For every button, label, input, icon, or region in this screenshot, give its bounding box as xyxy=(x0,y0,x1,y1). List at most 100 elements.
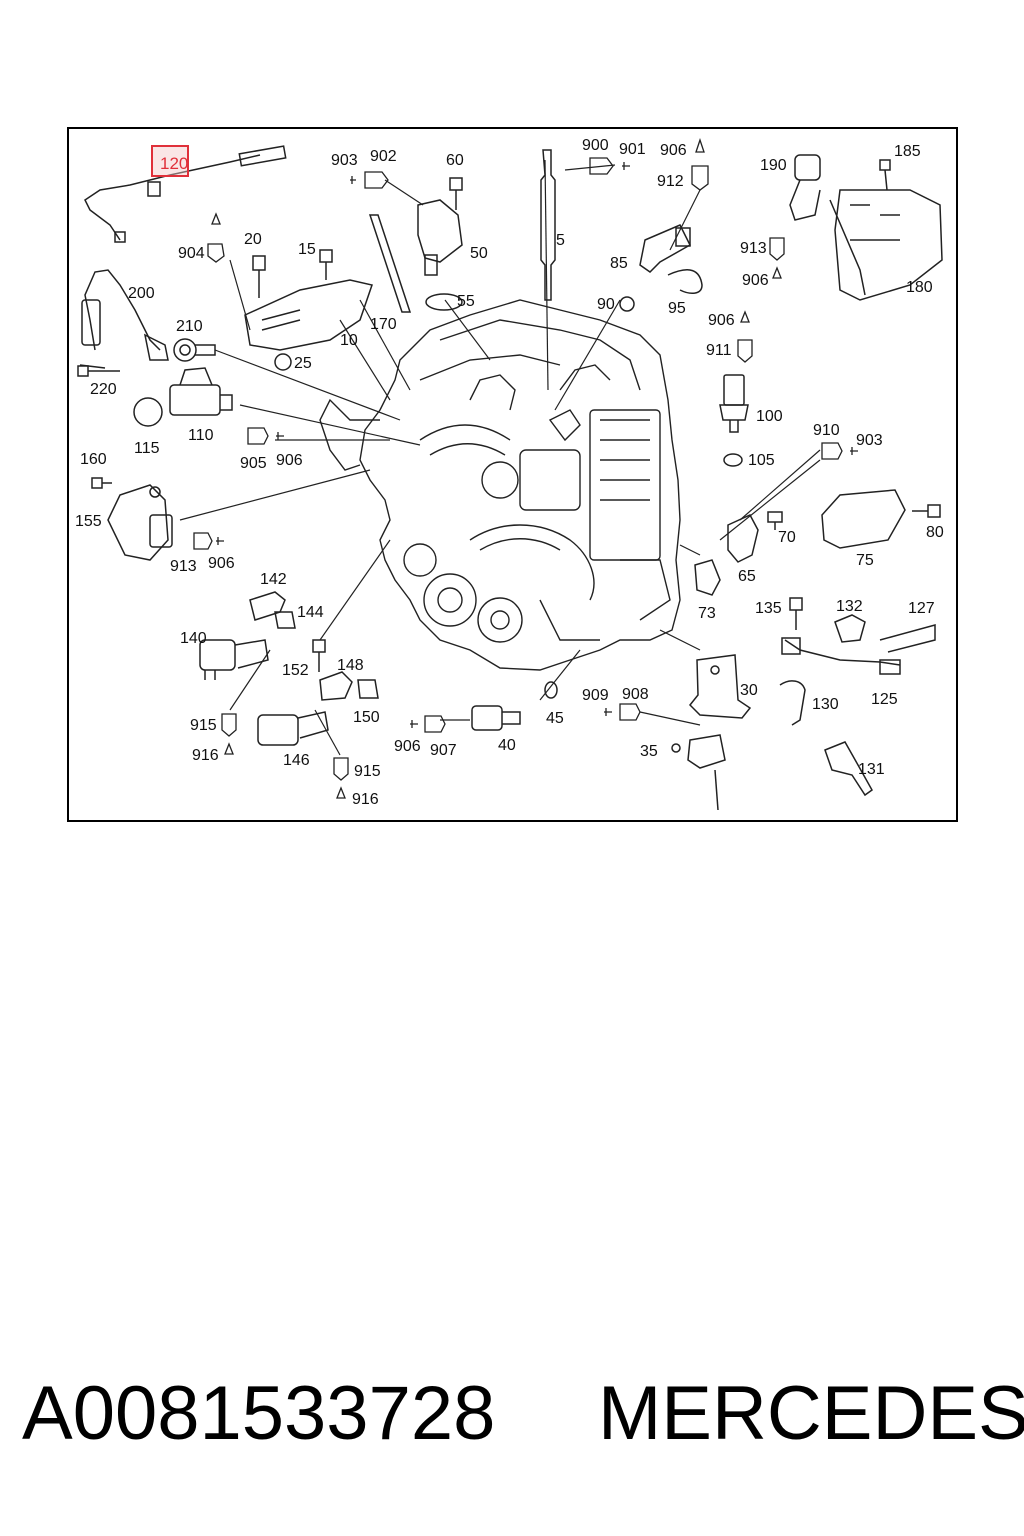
highlighted-part-label: 120 xyxy=(160,154,188,173)
part-label-912: 912 xyxy=(657,173,684,190)
part-label-100: 100 xyxy=(756,408,783,425)
part-label-180: 180 xyxy=(906,279,933,296)
part-label-5: 5 xyxy=(556,232,565,249)
sensor-140-drawing xyxy=(199,639,269,680)
clip-130-drawing xyxy=(779,680,806,726)
part-label-75: 75 xyxy=(856,552,874,569)
bolt-15-drawing xyxy=(319,249,333,280)
part-label-910: 910 xyxy=(813,422,840,439)
diagram-frame xyxy=(67,127,958,822)
part-label-220: 220 xyxy=(90,381,117,398)
bolt-160-drawing xyxy=(91,477,112,489)
part-label-185: 185 xyxy=(894,143,921,160)
bracket-155-drawing xyxy=(107,484,173,561)
part-label-915: 915 xyxy=(354,763,381,780)
bracket-30-drawing xyxy=(688,654,752,719)
part-label-148: 148 xyxy=(337,657,364,674)
part-label-40: 40 xyxy=(498,737,516,754)
sensor-200-drawing xyxy=(79,269,169,369)
part-label-105: 105 xyxy=(748,452,775,469)
part-label-916: 916 xyxy=(352,791,379,808)
part-label-152: 152 xyxy=(282,662,309,679)
part-label-142: 142 xyxy=(260,571,287,588)
part-label-131: 131 xyxy=(858,761,885,778)
part-label-905: 905 xyxy=(240,455,267,472)
brand-name: MERCEDES xyxy=(598,1371,1024,1456)
part-label-25: 25 xyxy=(294,355,312,372)
bolt-70-drawing xyxy=(767,511,783,530)
part-label-115: 115 xyxy=(134,440,160,457)
part-label-55: 55 xyxy=(457,293,475,310)
clip-95-drawing xyxy=(667,269,703,295)
part-label-50: 50 xyxy=(470,245,488,262)
part-label-132: 132 xyxy=(836,598,863,615)
part-label-35: 35 xyxy=(640,743,658,760)
part-label-135: 135 xyxy=(755,600,782,617)
ring-210-drawing xyxy=(173,338,216,362)
part-label-125: 125 xyxy=(871,691,898,708)
sensor-50-drawing xyxy=(417,199,463,276)
part-label-903: 903 xyxy=(331,152,358,169)
part-label-15: 15 xyxy=(298,241,316,258)
part-label-20: 20 xyxy=(244,231,262,248)
bracket-142-drawing xyxy=(249,591,286,621)
part-label-90: 90 xyxy=(597,296,615,313)
part-label-30: 30 xyxy=(740,682,758,699)
part-label-903: 903 xyxy=(856,432,883,449)
part-label-906: 906 xyxy=(708,312,735,329)
part-label-904: 904 xyxy=(178,245,205,262)
gasket-73-drawing xyxy=(694,559,721,596)
strap-127-drawing xyxy=(879,624,936,653)
bolt-135-drawing xyxy=(789,597,803,630)
part-label-907: 907 xyxy=(430,742,457,759)
part-label-916: 916 xyxy=(192,747,219,764)
part-label-911: 911 xyxy=(706,342,732,359)
rod-170-drawing xyxy=(368,214,412,313)
part-label-150: 150 xyxy=(353,709,380,726)
part-label-110: 110 xyxy=(188,427,214,444)
part-label-915: 915 xyxy=(190,717,217,734)
part-label-906: 906 xyxy=(208,555,235,572)
part-label-144: 144 xyxy=(297,604,324,621)
sensor-85-drawing xyxy=(639,224,691,273)
oring-115-drawing xyxy=(133,397,163,427)
shield-75-drawing xyxy=(821,489,906,549)
part-label-900: 900 xyxy=(582,137,609,154)
part-label-906: 906 xyxy=(660,142,687,159)
part-label-85: 85 xyxy=(610,255,628,272)
bracket-148-drawing xyxy=(319,671,353,701)
sensor-35-drawing xyxy=(671,734,726,811)
part-label-10: 10 xyxy=(340,332,358,349)
part-label-155: 155 xyxy=(75,513,102,530)
highlight-box xyxy=(151,145,189,177)
bolt-152-drawing xyxy=(312,639,326,672)
part-number: A0081533728 xyxy=(22,1371,496,1456)
cover-10-drawing xyxy=(244,279,373,351)
part-label-140: 140 xyxy=(180,630,207,647)
part-label-913: 913 xyxy=(170,558,197,575)
bracket-180-drawing xyxy=(789,154,943,301)
bracket-132-drawing xyxy=(834,614,866,643)
bracket-131-drawing xyxy=(824,741,873,797)
bolt-80-drawing xyxy=(912,504,941,518)
part-label-909: 909 xyxy=(582,687,609,704)
plug-150-drawing xyxy=(357,679,379,699)
part-label-901: 901 xyxy=(619,141,646,158)
nut-25-drawing xyxy=(274,353,292,371)
part-label-130: 130 xyxy=(812,696,839,713)
part-label-70: 70 xyxy=(778,529,796,546)
sensor-110-drawing xyxy=(169,367,233,416)
bolt-220-drawing xyxy=(77,365,120,377)
part-label-902: 902 xyxy=(370,148,397,165)
sensor-146-drawing xyxy=(257,711,329,746)
bolt-60-drawing xyxy=(449,177,463,210)
sensor-100-drawing xyxy=(719,374,749,433)
part-label-65: 65 xyxy=(738,568,756,585)
part-illustrations xyxy=(77,145,943,811)
leader-lines xyxy=(179,159,821,756)
part-label-190: 190 xyxy=(760,157,787,174)
cable-125-drawing xyxy=(781,637,901,675)
